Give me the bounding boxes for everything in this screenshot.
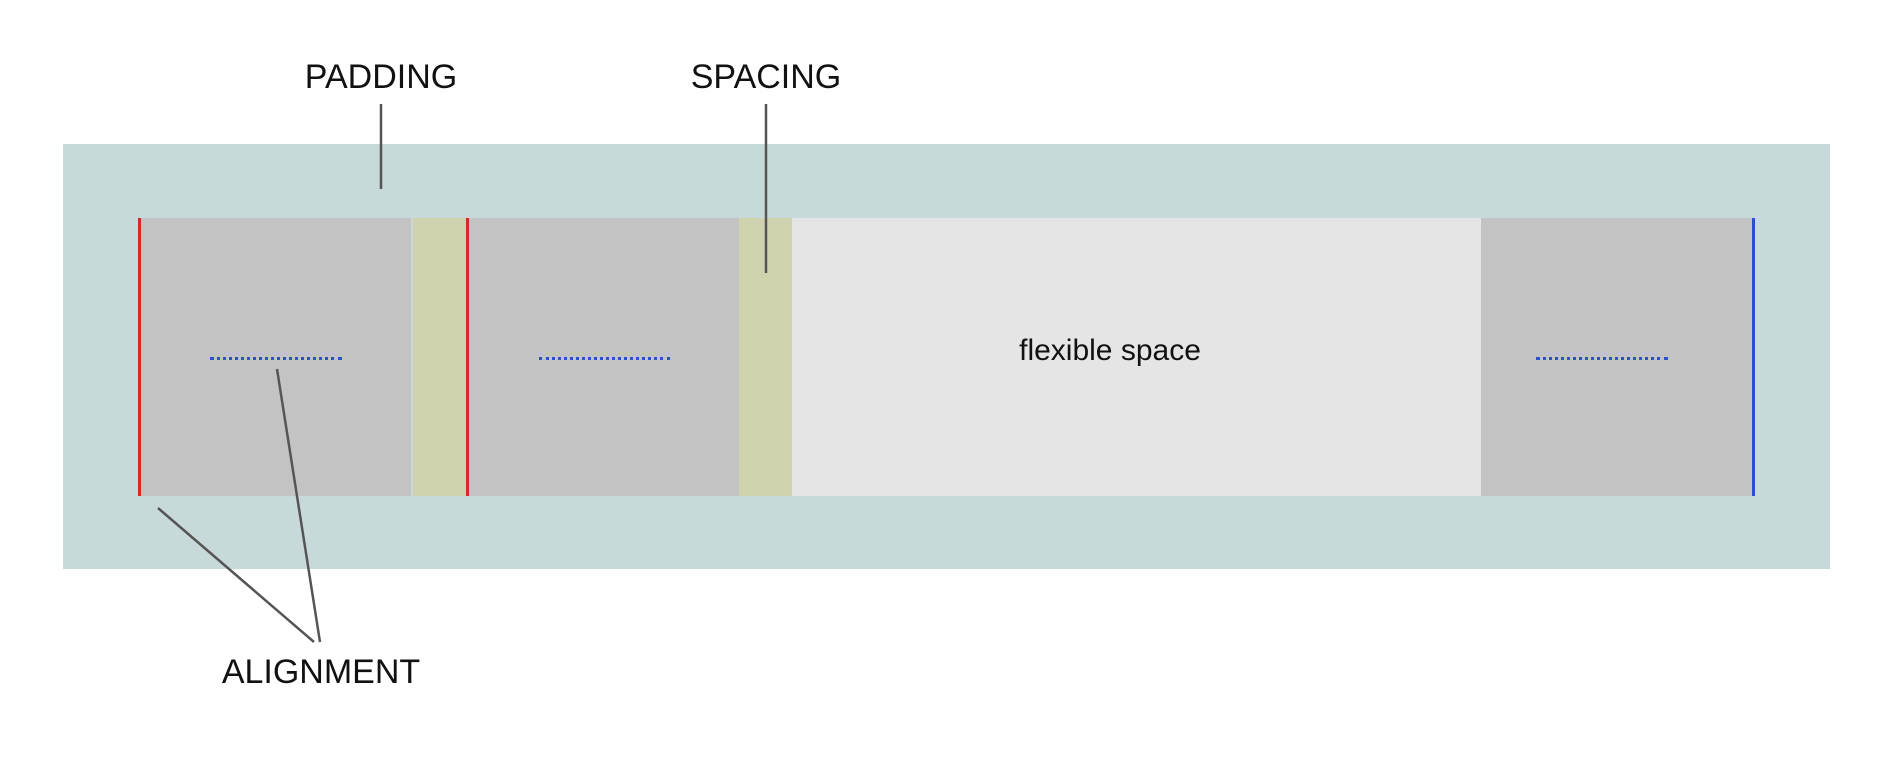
alignment-end-line: [1752, 218, 1755, 496]
alignment-start-line-2: [466, 218, 469, 496]
spacing-label: SPACING: [690, 58, 842, 96]
alignment-start-line-1: [138, 218, 141, 496]
spacing-block-1: [413, 218, 467, 496]
baseline-2: [539, 357, 670, 360]
baseline-3: [1536, 357, 1668, 360]
alignment-connector-baseline: [275, 368, 322, 643]
flexible-space-block: [792, 218, 1481, 496]
alignment-label: ALIGNMENT: [221, 653, 421, 691]
padding-label: PADDING: [304, 58, 458, 96]
baseline-1: [210, 357, 342, 360]
flexible-space-label: flexible space: [1019, 334, 1201, 367]
alignment-connector-edge: [157, 507, 315, 643]
